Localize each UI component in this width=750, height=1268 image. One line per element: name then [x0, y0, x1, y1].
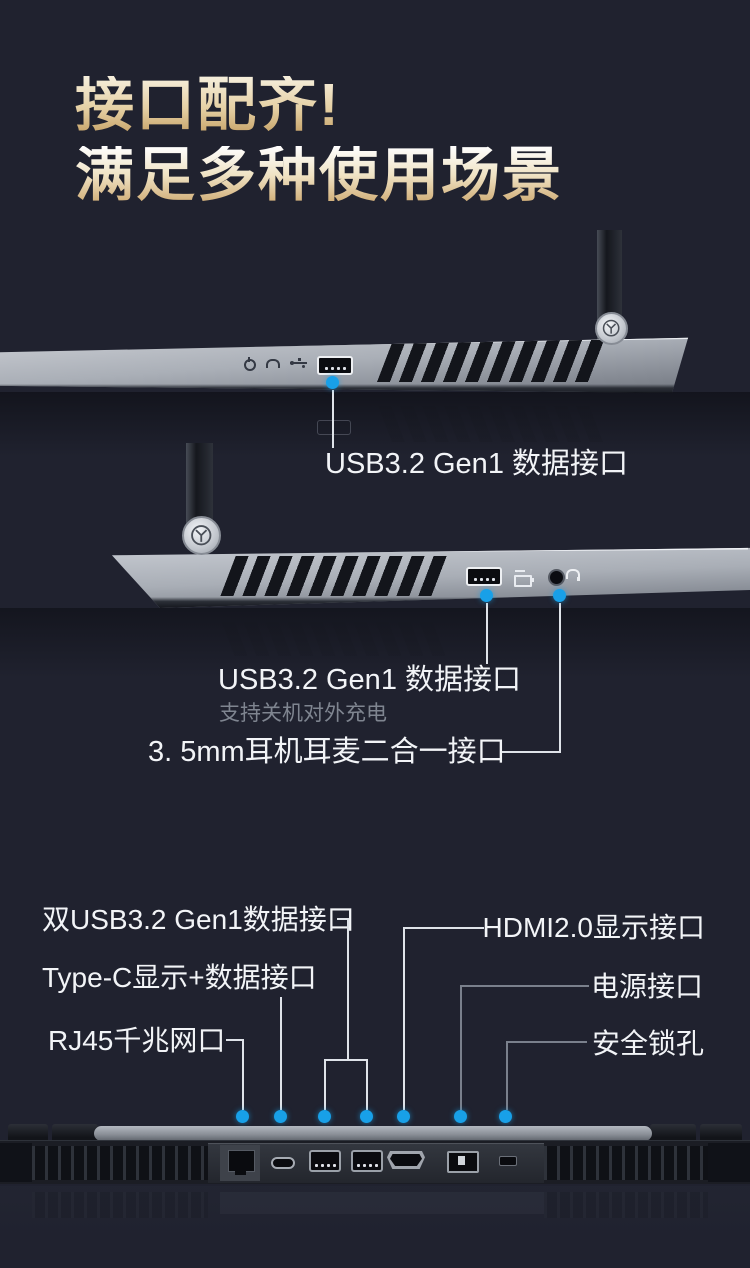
lid-edge: [94, 1126, 652, 1141]
callout-line-dual-usb: [324, 1059, 326, 1110]
hinge-block: [650, 1124, 696, 1143]
rear-vent-right: [544, 1146, 708, 1180]
callout-line: [559, 603, 561, 753]
page-title-line1: 接口配齐!: [75, 72, 341, 138]
callout-line-lock: [506, 1041, 587, 1043]
callout-line-dual-usb: [347, 918, 349, 1061]
panel-reflection: [220, 1192, 544, 1214]
rj45-port-tab: [235, 1170, 246, 1175]
callout-dot-usb-left: [480, 589, 493, 602]
label-usb-left: USB3.2 Gen1 数据接口: [218, 664, 521, 696]
label-power: 电源接口: [590, 971, 703, 1002]
callout-bracket-dual-usb: [324, 1059, 368, 1061]
underside-shade: [111, 597, 750, 608]
legion-badge-icon: [182, 516, 221, 555]
callout-line-power: [460, 985, 462, 1110]
vent-grille: [376, 340, 608, 382]
headset-icon: [566, 569, 580, 581]
security-lock-slot: [499, 1156, 517, 1166]
legion-badge-icon: [595, 312, 628, 345]
label-hdmi: HDMI2.0显示接口: [482, 912, 705, 943]
page-title-line2: 满足多种使用场景: [75, 142, 564, 208]
port-reflection: [317, 420, 351, 435]
type-c-port: [271, 1157, 295, 1169]
callout-dot-lock: [499, 1110, 512, 1123]
callout-line: [500, 751, 561, 753]
label-dual-usb: 双USB3.2 Gen1数据接口: [42, 904, 355, 935]
label-audio-jack: 3. 5mm耳机耳麦二合一接口: [148, 736, 506, 768]
hinge-block: [52, 1124, 98, 1143]
callout-line-lock: [506, 1041, 508, 1110]
hdmi-port: [390, 1154, 422, 1166]
callout-line-rj45: [242, 1039, 244, 1110]
callout-line-type-c: [280, 997, 282, 1110]
callout-line: [332, 390, 334, 448]
hinge-block: [700, 1124, 742, 1143]
label-usb-right: USB3.2 Gen1 数据接口: [325, 448, 628, 480]
rear-corner: [708, 1143, 750, 1182]
usb-a-port: [317, 356, 353, 375]
vent-reflection: [32, 1192, 208, 1218]
floor-shadow: [0, 1186, 750, 1246]
vent-grille: [220, 556, 452, 596]
label-rj45: RJ45千兆网口: [48, 1025, 226, 1056]
battery-charge-icon: [514, 570, 534, 587]
label-type-c: Type-C显示+数据接口: [42, 962, 317, 993]
headset-icon: [266, 359, 280, 368]
callout-dot-rj45: [236, 1110, 249, 1123]
usb-icon: [290, 358, 308, 368]
callout-dot-usb-right: [326, 376, 339, 389]
callout-dot-usb1: [318, 1110, 331, 1123]
audio-jack-icon: [548, 569, 565, 586]
callout-line-rj45: [226, 1039, 244, 1041]
vent-reflection: [378, 406, 606, 442]
callout-dot-hdmi: [397, 1110, 410, 1123]
power-icon: [244, 357, 256, 371]
callout-dot-usb2: [360, 1110, 373, 1123]
laptop-side-view-left: [111, 547, 750, 608]
rj45-port: [228, 1150, 255, 1172]
underside-shade: [0, 384, 689, 393]
hinge-block: [8, 1124, 48, 1143]
usb-a-port-1: [309, 1150, 341, 1172]
callout-line-dual-usb: [337, 918, 349, 920]
callout-line-power: [460, 985, 589, 987]
usb-a-port: [466, 567, 502, 586]
callout-dot-audio: [553, 589, 566, 602]
usb-a-port-2: [351, 1150, 383, 1172]
callout-line-dual-usb: [366, 1059, 368, 1110]
callout-line-hdmi: [403, 927, 405, 1110]
label-usb-left-sub: 支持关机对外充电: [219, 702, 387, 725]
callout-dot-type-c: [274, 1110, 287, 1123]
label-lock: 安全锁孔: [591, 1028, 704, 1059]
callout-line-hdmi: [403, 927, 484, 929]
power-port-pin: [458, 1156, 465, 1165]
rear-corner: [0, 1143, 32, 1182]
callout-dot-power: [454, 1110, 467, 1123]
vent-reflection: [544, 1192, 708, 1218]
callout-line: [486, 603, 488, 664]
laptop-side-view-right: [0, 337, 689, 393]
rear-vent-left: [32, 1146, 208, 1180]
vent-reflection: [221, 622, 451, 656]
